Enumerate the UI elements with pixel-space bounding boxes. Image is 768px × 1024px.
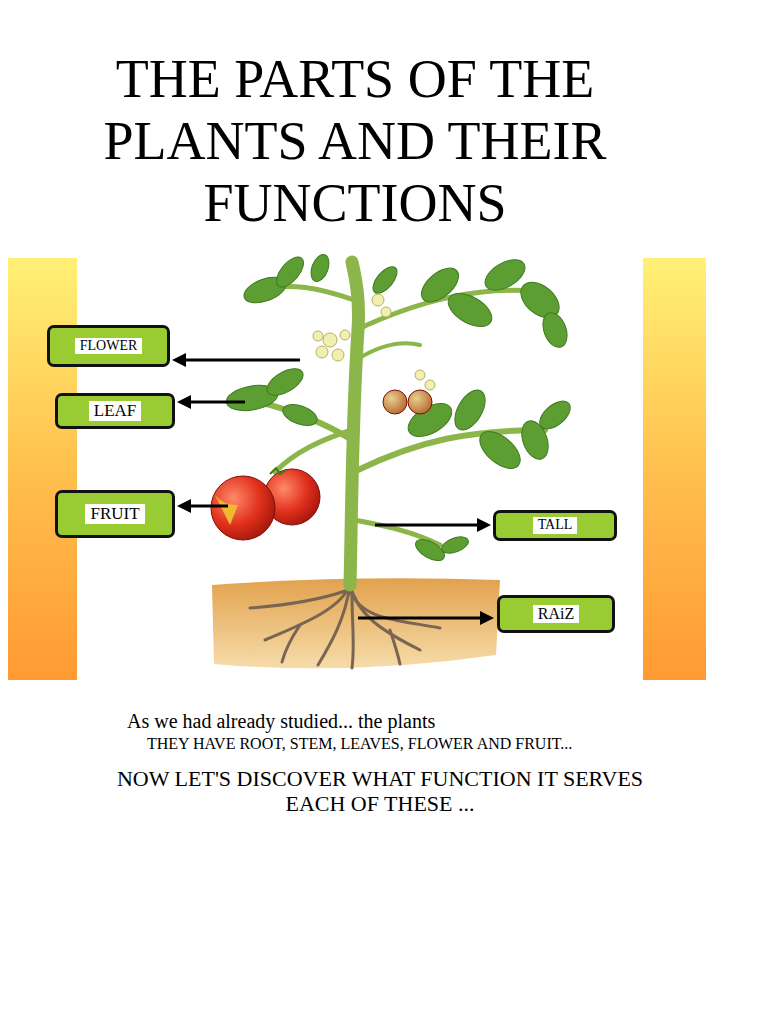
label-box: FRUIT [55,490,175,538]
part-name: RAiZ [533,605,579,623]
flowers [313,294,435,390]
label-box: RAiZ [497,595,615,633]
note-text: THEY HAVE ROOT, STEM, LEAVES, FLOWER AND… [147,735,707,753]
note-text: As we had already studied... the plants [127,710,647,733]
part-name: FRUIT [85,504,144,524]
note-text: NOW LET'S DISCOVER WHAT FUNCTION IT SERV… [95,766,665,817]
part-name: TALL [533,517,578,533]
part-name: FLOWER [75,338,143,354]
label-box: LEAF [55,393,175,429]
part-name: LEAF [89,401,142,421]
leader-arrows [172,353,494,625]
fruits [211,390,432,540]
label-box: FLOWER [47,325,170,367]
roots [250,585,440,668]
title: THE PARTS OF THE PLANTS AND THEIR FUNCTI… [75,48,635,234]
soil [212,578,500,668]
label-box: TALL [493,510,617,541]
background-panel [8,258,706,680]
